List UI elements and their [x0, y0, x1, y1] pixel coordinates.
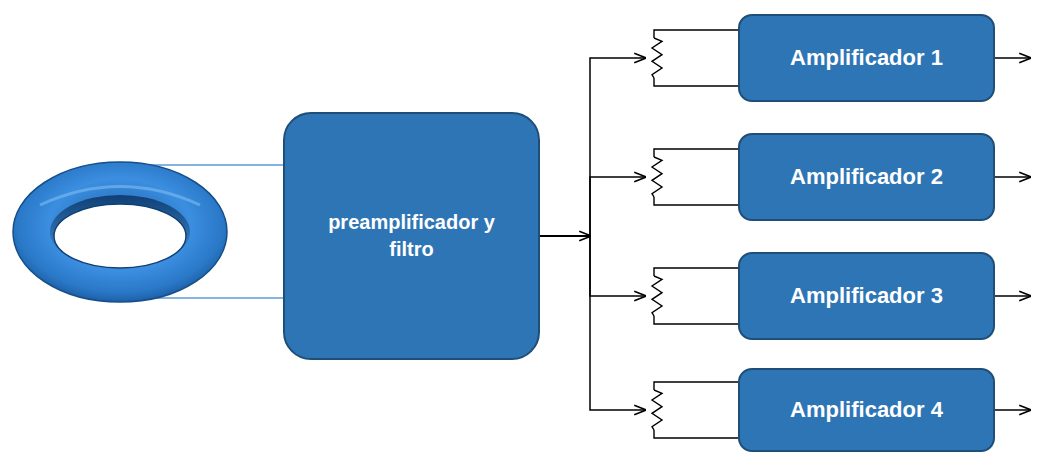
- box-label: Amplificador 3: [790, 281, 943, 311]
- amplifier-box: Amplificador 3: [738, 252, 995, 340]
- box-label: Amplificador 2: [790, 162, 943, 192]
- coil-lead: [150, 164, 285, 166]
- potentiometer-symbol: [652, 38, 662, 78]
- output-arrow: [995, 176, 1030, 178]
- output-arrows: [995, 58, 1030, 410]
- box-label: Amplificador 4: [790, 395, 943, 425]
- pot-wire: [654, 316, 738, 324]
- pot-wire: [654, 197, 738, 205]
- pot-wire: [654, 30, 738, 38]
- output-arrow: [995, 295, 1030, 297]
- output-arrow: [995, 409, 1030, 411]
- signal-connector: [540, 177, 645, 236]
- signal-connector: [540, 236, 645, 296]
- pot-wire: [654, 78, 738, 86]
- toroid-core: [13, 162, 227, 302]
- signal-connector: [540, 236, 645, 410]
- pot-wire: [654, 149, 738, 157]
- signal-connector: [540, 58, 645, 236]
- potentiometer-symbol: [652, 157, 662, 197]
- output-arrow: [995, 57, 1030, 59]
- toroid-hole: [54, 204, 186, 268]
- pot-wire: [654, 430, 738, 438]
- toroid-highlight: [40, 187, 200, 206]
- box-label: preamplificador y filtro: [312, 209, 512, 263]
- potentiometer-symbol: [652, 276, 662, 316]
- toroid-hole-rim: [50, 195, 190, 269]
- pot-wire: [654, 382, 738, 390]
- pot-wire: [654, 268, 738, 276]
- amplifier-box: Amplificador 1: [738, 14, 995, 102]
- coil-lead: [140, 297, 285, 299]
- preamp-box: preamplificador y filtro: [283, 112, 540, 360]
- amplifier-box: Amplificador 4: [738, 368, 995, 452]
- potentiometer-symbol: [652, 390, 662, 430]
- potentiometers: [652, 30, 738, 438]
- amplifier-box: Amplificador 2: [738, 133, 995, 221]
- box-label: Amplificador 1: [790, 43, 943, 73]
